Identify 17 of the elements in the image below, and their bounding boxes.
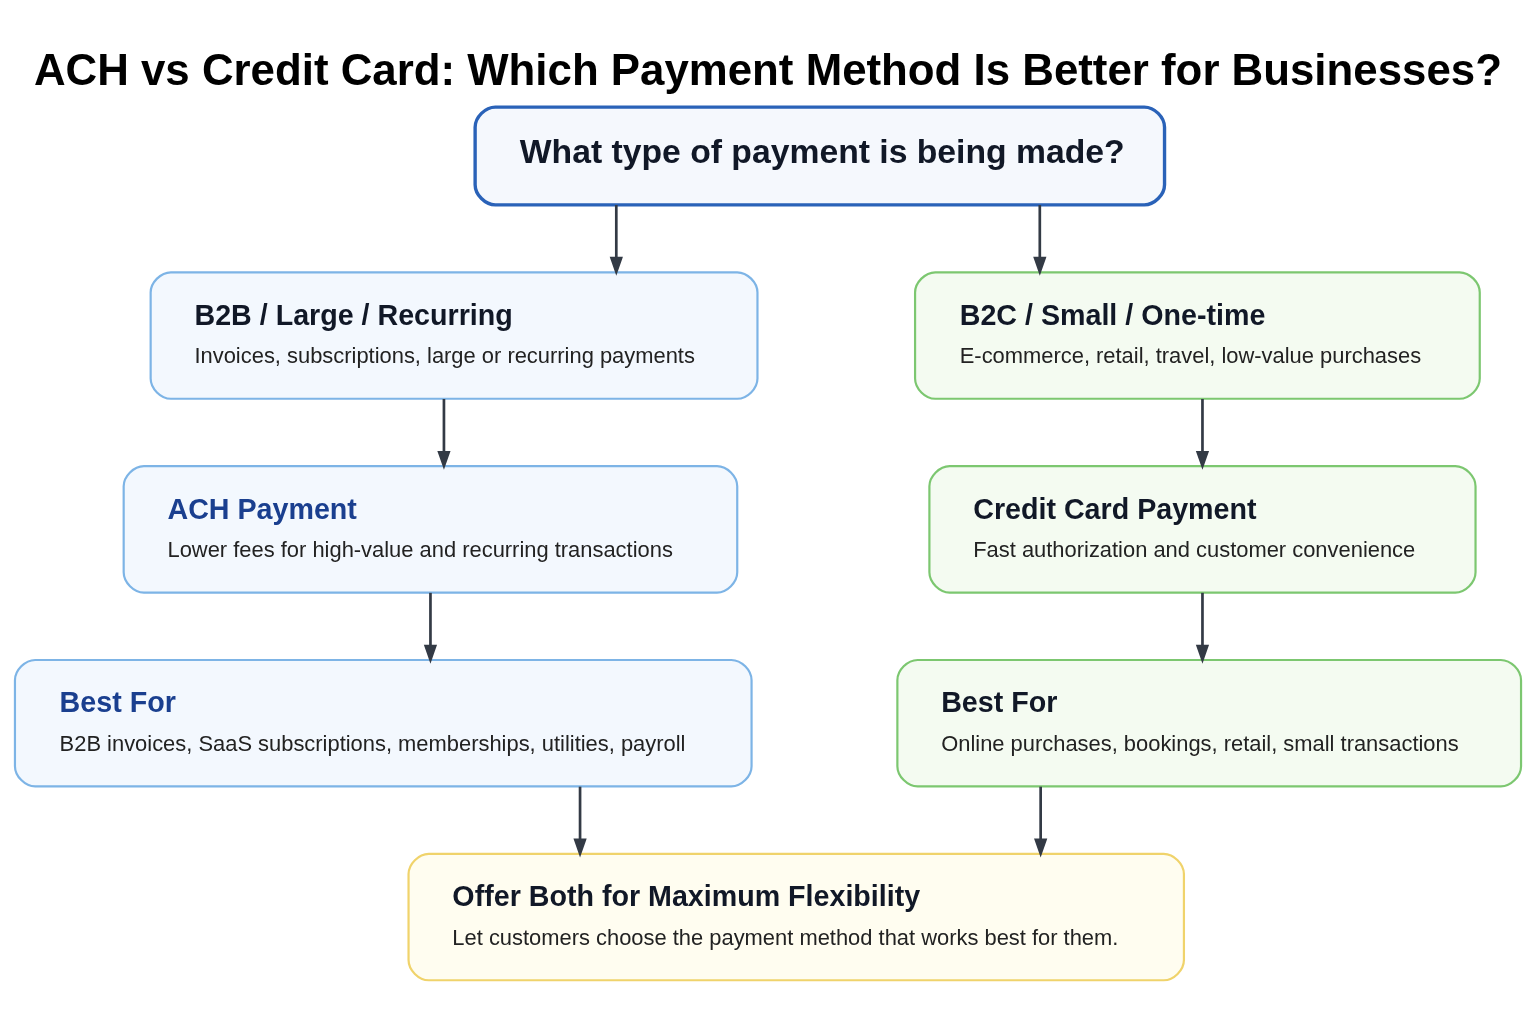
- arrow: [1195, 398, 1210, 470]
- arrow: [609, 204, 623, 276]
- arrow: [1034, 786, 1048, 857]
- arrow: [437, 398, 451, 470]
- node-box: Best For Online purchases, bookings, retail, small transactions: [896, 658, 1523, 787]
- node-box: Credit Card Payment Fast authorization and customer convenience: [928, 464, 1477, 594]
- node-box: ACH Payment Lower fees for high-value and recurring transactions: [122, 464, 739, 594]
- node-box: Best For B2B invoices, SaaS subscriptions, memberships, utilities, payroll: [13, 658, 753, 787]
- node-box: B2C / Small / One-time E-commerce, retail, travel, low-value purchases: [913, 270, 1481, 400]
- arrow: [1033, 204, 1047, 276]
- arrow: [423, 592, 438, 664]
- diagram-title: ACH vs Credit Card: Which Payment Method Is Better for Businesses?: [33, 44, 1502, 94]
- arrow: [573, 786, 587, 857]
- node-box: Offer Both for Maximum Flexibility Let customers choose the payment method that works best for them.: [407, 852, 1185, 981]
- node-box: What type of payment is being made?: [473, 104, 1167, 207]
- arrow: [1195, 592, 1210, 664]
- node-box: B2B / Large / Recurring Invoices, subscriptions, large or recurring payments: [149, 270, 759, 400]
